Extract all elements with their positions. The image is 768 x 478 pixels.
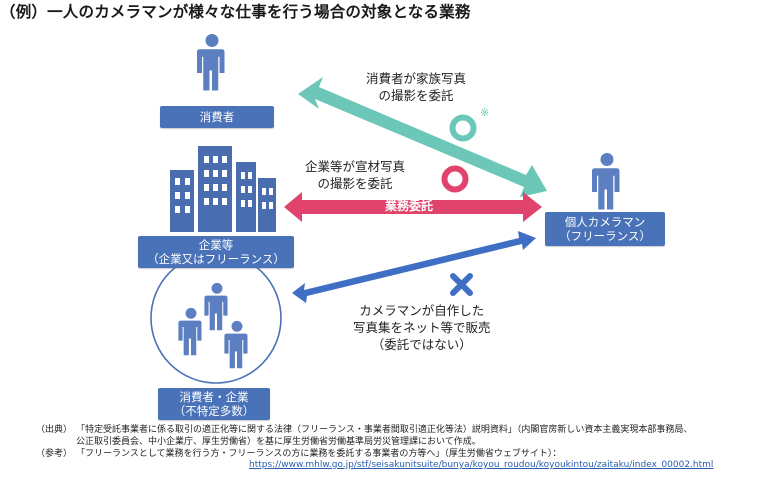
consumer-box: 消費者 [160,106,274,128]
public-box: 消費者・企業 （不特定多数） [158,388,270,420]
company-sublabel: （企業又はフリーランス） [147,252,285,266]
corporate-photo-arrow [284,192,542,222]
source-note: （出典）「特定受託事業者に係る取引の適正化等に関する法律（フリーランス・事業者間… [36,425,693,447]
consumer-label: 消費者 [199,110,235,124]
company-building-icon [170,146,276,232]
public-group-icon [150,252,282,384]
outsourcing-arrow-label: 業務委託 [385,199,434,213]
public-label: 消費者・企業 [179,390,249,404]
corporate-photo-label: 企業等が宣材写真 の撮影を委託 [305,159,406,191]
self-published-label: カメラマンが自作した 写真集をネット等で販売 （委託ではない） [353,303,491,352]
cameraman-person-icon [592,153,620,210]
reference-link[interactable]: https://www.mhlw.go.jp/stf/seisakunitsui… [249,460,714,470]
company-label: 企業等 [198,238,234,252]
consumer-circle-mark-icon [449,114,477,142]
cross-mark-icon [450,273,473,296]
consumer-person-icon [197,34,225,91]
cameraman-sublabel: （フリーランス） [559,229,651,243]
asterisk-mark: ※ [480,106,490,119]
self-published-arrow [292,231,536,303]
public-sublabel: （不特定多数） [173,404,255,418]
family-photo-arrow [298,77,547,197]
cameraman-label: 個人カメラマン [564,215,646,229]
corporate-circle-mark-icon [441,165,469,193]
family-photo-label: 消費者が家族写真 の撮影を委託 [366,71,467,103]
cameraman-box: 個人カメラマン （フリーランス） [545,212,665,246]
page-title: （例）一人のカメラマンが様々な仕事を行う場合の対象となる業務 [0,3,471,21]
company-box: 企業等 （企業又はフリーランス） [138,236,294,268]
reference-note: （参考）「フリーランスとして業務を行う方・フリーランスの方に業務を委託する事業者… [36,449,562,459]
